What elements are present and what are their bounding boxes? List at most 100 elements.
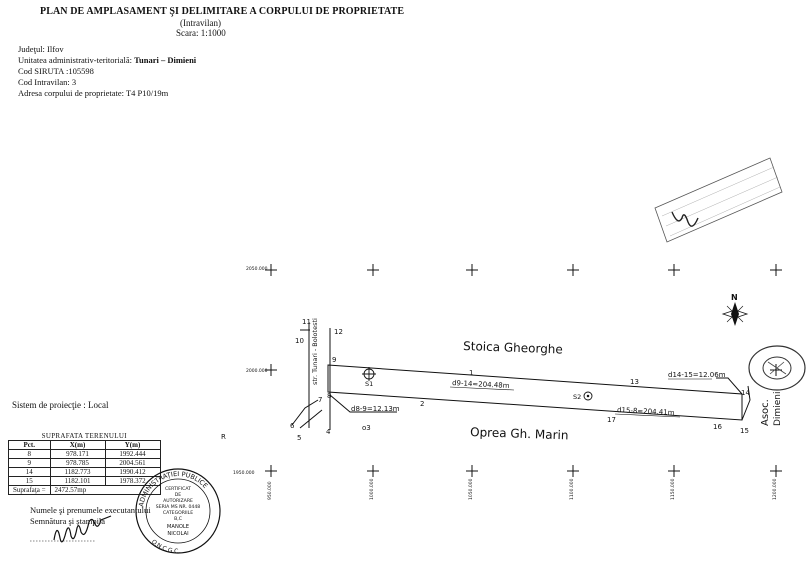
point-label: 4 bbox=[326, 428, 331, 436]
surveyor-stamp-bottom-text: O.N.C.G.C. bbox=[150, 538, 180, 555]
asoc-label: Asoc. bbox=[760, 399, 771, 426]
signature-scribble bbox=[53, 515, 112, 543]
dimieni-label: Dimieni bbox=[773, 392, 783, 426]
stamp-line: B,C bbox=[174, 516, 182, 522]
north-arrow-diagonals bbox=[726, 305, 744, 323]
grid-x-label: 1100.000 bbox=[569, 478, 575, 500]
grid-cross bbox=[265, 364, 277, 376]
dimension-d9-14: d9-14=204.48m bbox=[452, 379, 510, 390]
point-label: 9 bbox=[332, 356, 336, 364]
road-name-label: str. Tunari - Bolotesti bbox=[311, 318, 319, 385]
grid-y-label: 1950.000 bbox=[233, 470, 255, 476]
grid-y-label: 2050.000 bbox=[246, 266, 268, 272]
scale-label: Scara: 1:1000 bbox=[176, 28, 226, 38]
neighbor-south-label: Oprea Gh. Marin bbox=[470, 425, 569, 442]
stamp-line: CERTIFICAT bbox=[165, 486, 191, 492]
point-label: 12 bbox=[334, 328, 343, 336]
point-label: 10 bbox=[295, 337, 304, 345]
area-table: SUPRAFATA TERENULUI Pct. X(m) Y(m) 8 978… bbox=[8, 432, 161, 495]
neighbor-stamp-marks bbox=[767, 361, 787, 375]
grid-crosses bbox=[265, 264, 782, 477]
neighbor-stamp-outer bbox=[748, 345, 806, 391]
stamp-line: AUTORIZARE bbox=[163, 498, 193, 504]
uat-label: Unitatea administrativ-teritorială: bbox=[18, 55, 135, 65]
grid-cross bbox=[466, 465, 478, 477]
station-s2-dot bbox=[586, 394, 590, 398]
point-label: o3 bbox=[362, 424, 371, 432]
approval-stamp-frame bbox=[654, 157, 783, 243]
grid-cross bbox=[265, 465, 277, 477]
grid-cross bbox=[265, 264, 277, 276]
stamp-line: SERIA MS NR. 0448 bbox=[156, 504, 200, 510]
point-label: 1 bbox=[469, 369, 473, 377]
point-label: 13 bbox=[630, 378, 639, 386]
edge-mark: R bbox=[221, 433, 226, 441]
grid-y-label: 2000.000 bbox=[246, 368, 268, 374]
neighbor-stamp-inner bbox=[762, 356, 792, 380]
document-title: PLAN DE AMPLASAMENT ŞI DELIMITARE A CORP… bbox=[40, 6, 405, 17]
grid-cross bbox=[466, 264, 478, 276]
executant-name-label: Numele şi prenumele executantului bbox=[30, 505, 151, 515]
point-label: 6 bbox=[290, 422, 295, 430]
point-label: 16 bbox=[713, 423, 722, 431]
surveyor-stamp-inner bbox=[145, 478, 211, 544]
grid-cross bbox=[668, 264, 680, 276]
right-edge-lines bbox=[741, 385, 751, 421]
document-subtitle: (Intravilan) bbox=[180, 18, 221, 28]
dimension-d15-8: d15-8=204.41m bbox=[617, 406, 675, 417]
grid-x-label: 1000.000 bbox=[369, 478, 375, 500]
station-s2-marker bbox=[583, 391, 593, 401]
dim-leader-right bbox=[716, 377, 743, 395]
north-arrow-icon: N bbox=[721, 293, 749, 326]
stamp-line: MANOLE bbox=[167, 524, 189, 530]
grid-cross bbox=[770, 264, 782, 276]
table-total-row: Suprafaţa = 2472.57mp bbox=[8, 485, 161, 495]
dimension-d14-15: d14-15=12.06m bbox=[668, 371, 726, 379]
grid-cross bbox=[367, 264, 379, 276]
road-corner-lines bbox=[291, 399, 323, 429]
grid-cross bbox=[770, 465, 782, 477]
total-value: 2472.57mp bbox=[49, 485, 161, 495]
neighbor-stamp bbox=[748, 345, 806, 391]
parcel-metadata: Judeţul: Ilfov Unitatea administrativ-te… bbox=[18, 44, 196, 99]
grid-cross bbox=[567, 465, 579, 477]
address-line: Adresa corpului de proprietate: T4 P10/1… bbox=[18, 88, 169, 98]
surveyor-stamp-outer bbox=[135, 468, 221, 554]
north-arrow-cross bbox=[721, 309, 749, 319]
projection-system: Sistem de proiecţie : Local bbox=[12, 400, 109, 410]
point-label: 7 bbox=[318, 396, 322, 404]
approval-stamp-lines bbox=[661, 166, 781, 237]
point-label: 15 bbox=[740, 427, 749, 435]
uat-line: Unitatea administrativ-teritorială: Tuna… bbox=[18, 55, 196, 66]
intravilan-line: Cod Intravilan: 3 bbox=[18, 77, 77, 87]
uat-value: Tunari – Dimieni bbox=[134, 55, 197, 65]
approval-initials bbox=[671, 211, 699, 227]
dimension-d8-9: d8-9=12.13m bbox=[351, 405, 400, 413]
grid-cross bbox=[367, 465, 379, 477]
grid-x-label: 950.000 bbox=[267, 481, 273, 500]
point-label: 5 bbox=[297, 434, 301, 442]
grid-x-label: 1050.000 bbox=[468, 478, 474, 500]
point-label: 8 bbox=[327, 392, 331, 400]
grid-cross bbox=[668, 465, 680, 477]
station-s2-label: S2 bbox=[573, 393, 581, 401]
grid-x-label: 1150.000 bbox=[670, 478, 676, 500]
signature-label: Semnătura şi ştampila bbox=[30, 516, 106, 526]
grid-x-label: 1200.000 bbox=[772, 478, 778, 500]
point-label: 2 bbox=[420, 400, 424, 408]
neighbor-north-label: Stoica Gheorghe bbox=[463, 339, 563, 356]
station-s1-label: S1 bbox=[365, 380, 373, 388]
judet-line: Judeţul: Ilfov bbox=[18, 44, 64, 54]
stamp-line: DE bbox=[175, 492, 182, 498]
dim-underline-bottom bbox=[614, 413, 681, 418]
point-label: 14 bbox=[741, 389, 750, 397]
surveyor-stamp: ADMINISTRAŢIEI PUBLICE O.N.C.G.C. CERTIF… bbox=[135, 468, 221, 555]
dim-leader-left bbox=[329, 394, 397, 413]
stamp-line: NICOLAI bbox=[167, 531, 189, 537]
approval-stamp bbox=[654, 157, 783, 243]
stamp-line: CATEGORIILE bbox=[163, 510, 193, 516]
siruta-line: Cod SIRUTA :105598 bbox=[18, 66, 94, 76]
area-table-caption: SUPRAFATA TERENULUI bbox=[41, 432, 127, 440]
dim-underline-top bbox=[449, 386, 515, 391]
